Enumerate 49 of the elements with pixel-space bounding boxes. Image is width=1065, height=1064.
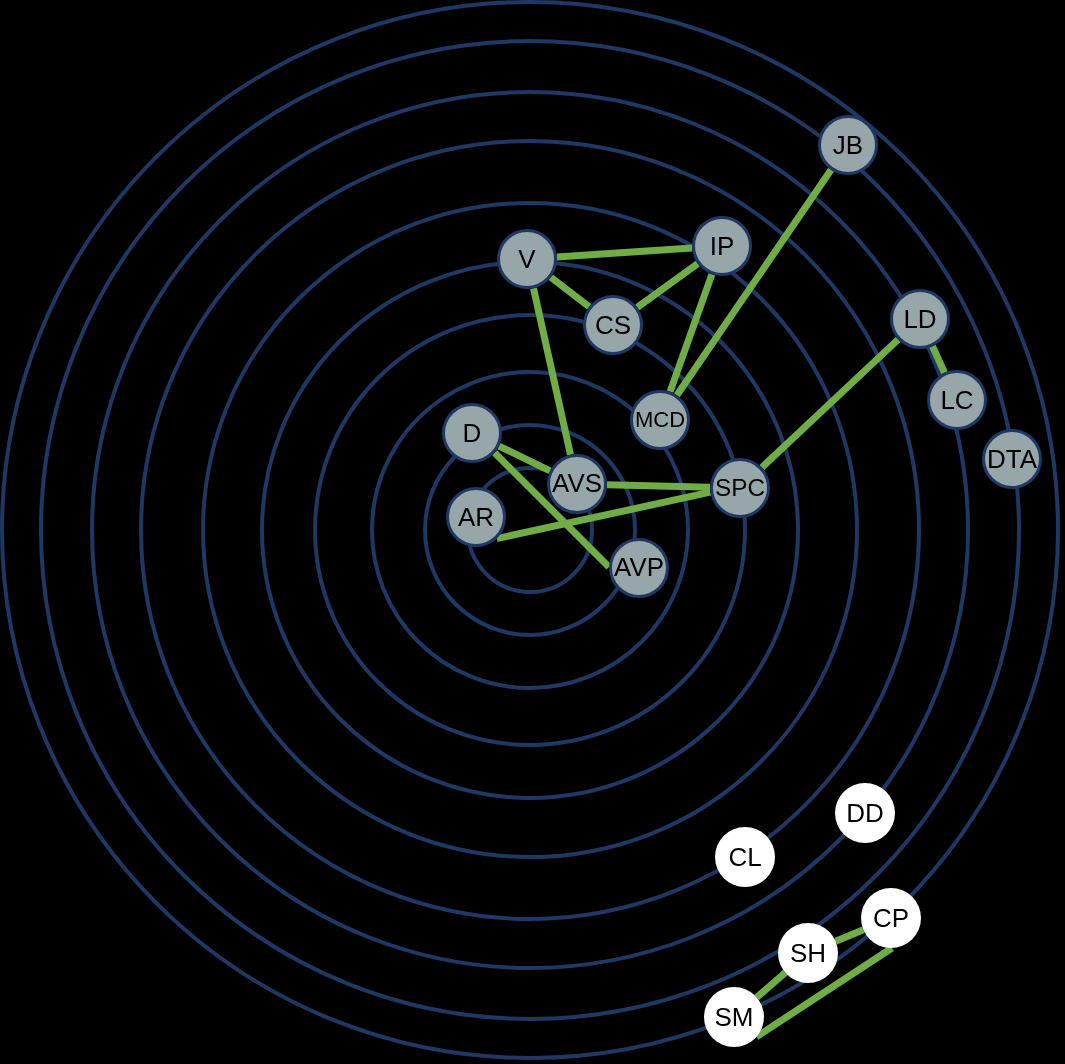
node-circle: [704, 987, 764, 1047]
node-label: AVS: [552, 471, 602, 497]
node-circle: [861, 888, 921, 948]
connector-line: [754, 945, 894, 1040]
node-circle: [890, 289, 950, 349]
connector-line: [497, 442, 552, 475]
node-label: MCD: [634, 409, 686, 431]
connector-line: [530, 287, 574, 456]
node-label: IP: [709, 233, 735, 259]
connector-line: [759, 336, 901, 471]
node-label: LC: [940, 387, 974, 413]
node-circle: [715, 827, 775, 887]
node-circle: [446, 487, 506, 547]
node-circle: [692, 216, 752, 276]
node-label: AR: [457, 504, 495, 530]
connector-line: [929, 344, 948, 375]
node-label: JB: [832, 132, 864, 158]
connector-line: [606, 481, 711, 491]
node-label: SPC: [715, 475, 765, 501]
node-circle: [497, 229, 557, 289]
connector-line: [556, 244, 693, 261]
node-circle: [835, 783, 895, 843]
node-label: SH: [789, 940, 827, 966]
node-circle: [927, 370, 987, 430]
node-circle: [547, 454, 607, 514]
connector-line: [548, 274, 592, 310]
node-circle: [778, 923, 838, 983]
node-label: CL: [728, 844, 762, 870]
node-circle: [442, 403, 502, 463]
node-circle: [710, 458, 770, 518]
node-label: DD: [846, 800, 884, 826]
node-label: AVP: [614, 555, 664, 581]
connector-line: [635, 260, 700, 311]
node-circle: [609, 538, 669, 598]
node-label: D: [462, 420, 482, 446]
node-label: CP: [872, 905, 910, 931]
node-label: LD: [903, 306, 937, 332]
node-circle: [630, 390, 690, 450]
node-label: SM: [714, 1004, 754, 1030]
node-label: V: [518, 246, 536, 272]
connector-line: [674, 167, 834, 398]
node-circle: [818, 115, 878, 175]
node-circle: [982, 429, 1042, 489]
node-label: CS: [594, 312, 632, 338]
node-label: DTA: [986, 446, 1038, 472]
connector-line: [496, 488, 712, 542]
node-circle: [583, 295, 643, 355]
connector-line: [666, 273, 716, 393]
connector-line: [492, 450, 612, 570]
